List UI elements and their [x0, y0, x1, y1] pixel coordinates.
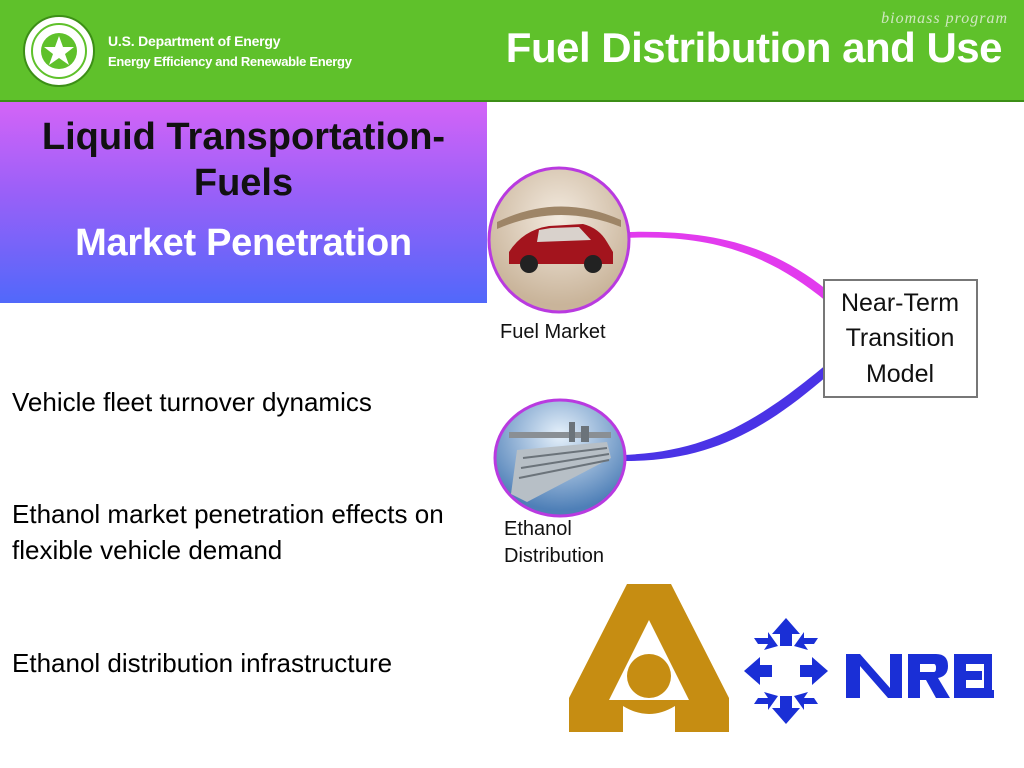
model-box	[823, 279, 978, 398]
doe-seal-icon	[23, 15, 95, 87]
model-line-3: Model	[866, 360, 934, 388]
argonne-logo-icon	[569, 584, 729, 732]
agency-name: U.S. Department of Energy Energy Efficie…	[108, 33, 352, 69]
model-line-2: Transition	[846, 324, 955, 352]
panel-subtitle: Market Penetration	[75, 222, 412, 264]
car-icon	[509, 224, 613, 264]
fuel-market-photo	[487, 166, 631, 314]
connector-ethanol	[622, 364, 827, 462]
agency-line-2: Energy Efficiency and Renewable Energy	[108, 54, 352, 69]
panel-title: Liquid Transportation-Fuels	[41, 116, 446, 204]
ethanol-label-line2: Distribution	[504, 545, 604, 567]
bullet-distribution-infrastructure: Ethanol distribution infrastructure	[12, 648, 393, 678]
bullet-fleet-turnover: Vehicle fleet turnover dynamics	[12, 387, 372, 417]
program-tagline: biomass program	[881, 10, 1008, 27]
agency-line-1: U.S. Department of Energy	[108, 33, 281, 49]
slide-title: Fuel Distribution and Use	[505, 24, 1003, 71]
ethanol-label-line1: Ethanol	[504, 518, 572, 540]
nrel-logo-icon	[744, 618, 994, 724]
connector-fuel-market	[625, 231, 827, 302]
model-line-1: Near-Term	[841, 289, 959, 317]
model-diagram: Fuel Market Ethanol Distribution Near-Te…	[487, 166, 978, 567]
topic-panel: Liquid Transportation-Fuels Market Penet…	[0, 102, 487, 303]
ethanol-distribution-photo	[493, 398, 627, 518]
header-bar: U.S. Department of Energy Energy Efficie…	[0, 0, 1024, 102]
fuel-market-label: Fuel Market	[500, 321, 606, 343]
bullet-market-penetration: Ethanol market penetration effects on fl…	[12, 499, 444, 565]
